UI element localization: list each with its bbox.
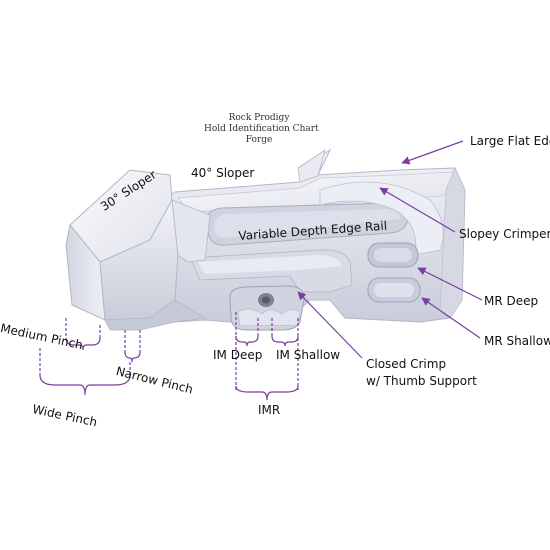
narrow-pinch-bracket — [124, 330, 141, 355]
label-mr-deep: MR Deep — [484, 294, 539, 308]
mr-deep-pointer — [417, 267, 483, 301]
narrow-pinch-brace — [124, 351, 141, 363]
chart-header: Rock Prodigy Hold Identification Chart F… — [204, 113, 319, 146]
wide-pinch-bracket — [39, 348, 131, 378]
medium-pinch-bracket — [65, 318, 101, 340]
header-line-1: Rock Prodigy — [228, 113, 290, 123]
slopey-crimper-pointer — [379, 187, 456, 233]
hold-body — [119, 148, 466, 331]
annotation-lines — [39, 140, 483, 401]
label-large-flat-edge: Large Flat Edge — [470, 134, 550, 148]
medium-pinch-brace — [65, 337, 101, 351]
label-slopey-crimper: Slopey Crimper — [459, 227, 550, 241]
large-flat-edge-pointer — [401, 140, 464, 165]
im-brackets — [235, 312, 299, 390]
sloper-block — [65, 169, 211, 331]
wide-pinch-brace — [39, 374, 131, 396]
header-line-2: Hold Identification Chart — [204, 124, 319, 134]
label-im-deep: IM Deep — [213, 348, 263, 362]
mr-shallow-pointer — [421, 297, 481, 339]
label-closed-crimp-sub: w/ Thumb Support — [366, 374, 477, 388]
imr-brace — [235, 385, 299, 401]
label-closed-crimp: Closed Crimp — [366, 357, 447, 371]
label-im-shallow: IM Shallow — [276, 348, 341, 362]
im-deep-brace — [235, 335, 259, 347]
label-imr: IMR — [258, 403, 281, 417]
label-mr-shallow: MR Shallow — [484, 334, 550, 348]
im-shallow-brace — [271, 335, 299, 347]
label-40-sloper: 40° Sloper — [191, 166, 255, 180]
closed-crimp-pointer — [297, 291, 363, 359]
header-line-3: Forge — [245, 135, 273, 145]
